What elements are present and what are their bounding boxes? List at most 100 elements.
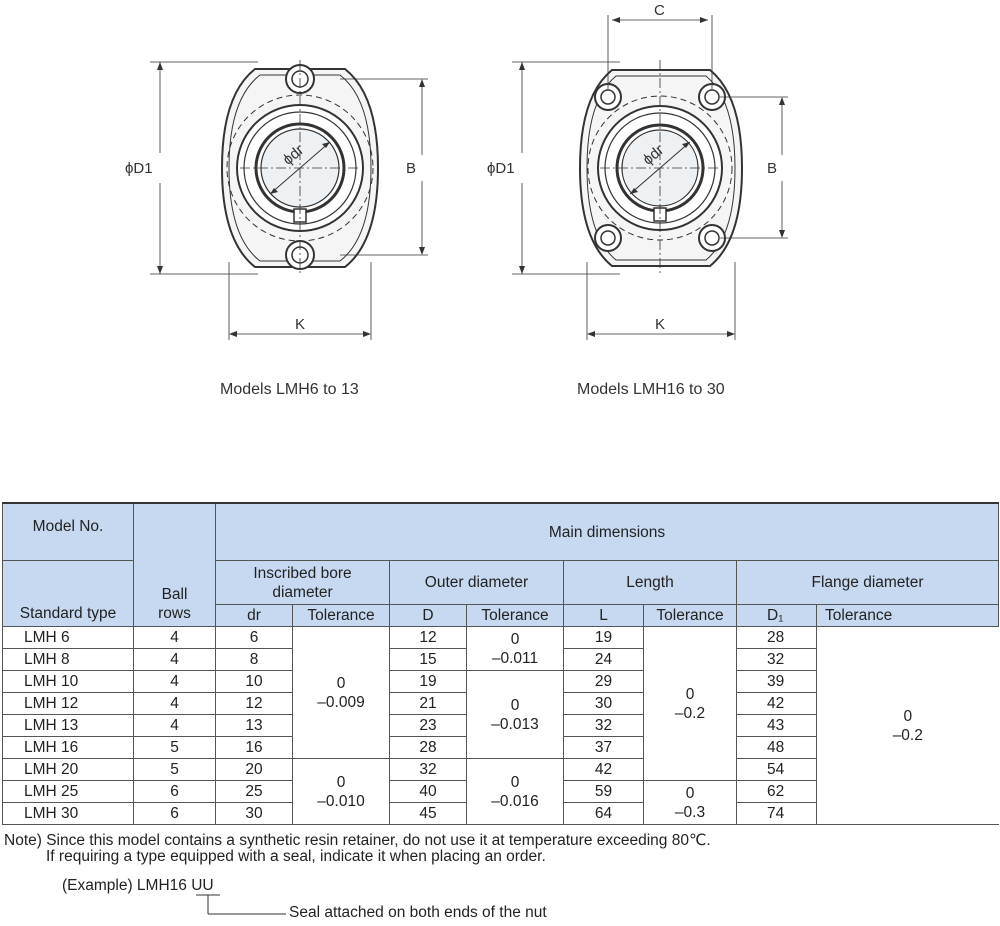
flange-tolerance: 0 –0.2 [815, 626, 999, 825]
header-outer: Outer diameter [389, 560, 564, 605]
c-label-right: C [654, 2, 665, 19]
header-ball-rows: Ball rows [133, 502, 216, 627]
table-row: LMH 16 5 16 28 37 48 [2, 736, 999, 759]
dr-cell: 6 [215, 626, 293, 649]
tol-bottom: –0.2 [892, 726, 923, 744]
k-label-right: K [655, 316, 665, 333]
example-line: (Example) LMH16 UU [62, 877, 214, 895]
seal-leader-line [196, 894, 286, 915]
header-standard-type: Standard type [2, 560, 134, 627]
l-cell: 30 [563, 692, 644, 715]
tol-bottom: –0.3 [674, 803, 706, 821]
header-d1: D₁ [736, 604, 817, 627]
table-row: LMH 8 4 8 15 24 32 [2, 648, 999, 671]
tol-top: 0 [336, 674, 346, 692]
caption-lmh16-30: Models LMH16 to 30 [577, 381, 725, 398]
d1-cell: 48 [736, 736, 817, 759]
table-row: LMH 12 4 12 21 30 42 [2, 692, 999, 715]
table-row: LMH 6 4 6 0 –0.009 12 0 –0.011 19 0 –0.2… [2, 626, 999, 825]
dr-cell: 10 [215, 670, 293, 693]
bore-tolerance-a: 0 –0.009 [292, 626, 390, 759]
example-prefix: (Example) LMH16 [62, 877, 192, 894]
b-label-right: B [767, 160, 777, 177]
tol-bottom: –0.016 [491, 792, 539, 810]
d1-label-right: ϕD1 [487, 160, 515, 177]
dr-cell: 13 [215, 714, 293, 737]
model-cell: LMH 8 [2, 648, 134, 671]
b-label-left: B [406, 160, 416, 177]
l-cell: 37 [563, 736, 644, 759]
tol-top: 0 [903, 707, 913, 725]
d-cell: 15 [389, 648, 467, 671]
l-cell: 32 [563, 714, 644, 737]
note-line-1: Note) Since this model contains a synthe… [4, 832, 711, 849]
d-cell: 32 [389, 758, 467, 781]
d-cell: 19 [389, 670, 467, 693]
header-bore-text: Inscribed bore diameter [253, 564, 352, 601]
tol-top: 0 [510, 773, 520, 791]
d-cell: 45 [389, 802, 467, 825]
d1-cell: 54 [736, 758, 817, 781]
header-ball-rows-text: Ball rows [158, 586, 191, 622]
outer-tolerance-b: 0 –0.013 [466, 670, 564, 759]
model-cell: LMH 10 [2, 670, 134, 693]
header-d: D [389, 604, 467, 627]
model-cell: LMH 30 [2, 802, 134, 825]
header-l: L [563, 604, 644, 627]
bore-tolerance-b: 0 –0.010 [292, 758, 390, 825]
header-l-tolerance: Tolerance [643, 604, 737, 627]
header-flange: Flange diameter [735, 560, 1000, 605]
header-main-dimensions: Main dimensions [214, 502, 1000, 561]
d1-cell: 43 [736, 714, 817, 737]
ball-cell: 6 [133, 802, 216, 825]
drawing-lmh6-13 [150, 60, 428, 340]
d1-cell: 42 [736, 692, 817, 715]
ball-cell: 5 [133, 736, 216, 759]
d-cell: 12 [389, 626, 467, 649]
tol-top: 0 [336, 773, 346, 791]
tol-top: 0 [510, 696, 520, 714]
model-cell: LMH 12 [2, 692, 134, 715]
l-cell: 42 [563, 758, 644, 781]
length-tolerance-a: 0 –0.2 [643, 626, 737, 781]
l-cell: 64 [563, 802, 644, 825]
dr-cell: 25 [215, 780, 293, 803]
d-cell: 40 [389, 780, 467, 803]
d1-cell: 39 [736, 670, 817, 693]
tol-top: 0 [685, 784, 695, 802]
d1-cell: 74 [736, 802, 817, 825]
d-cell: 28 [389, 736, 467, 759]
dimension-table: Model No. Ball rows Main dimensions Stan… [2, 502, 1000, 825]
seal-label: Seal attached on both ends of the nut [289, 904, 547, 921]
table-row: LMH 13 4 13 23 32 43 [2, 714, 999, 737]
d-cell: 23 [389, 714, 467, 737]
header-dr-tolerance: Tolerance [292, 604, 390, 627]
d1-label-left: ϕD1 [125, 160, 153, 177]
length-tolerance-b: 0 –0.3 [643, 780, 737, 825]
header-length: Length [563, 560, 737, 605]
table-row: LMH 25 6 25 40 59 0 –0.3 62 [2, 780, 999, 825]
d-cell: 21 [389, 692, 467, 715]
technical-drawing: ϕD1 ϕdr B K ϕD1 ϕdr B K C [125, 2, 788, 340]
header-d-tolerance: Tolerance [466, 604, 564, 627]
tol-top: 0 [685, 685, 695, 703]
ball-cell: 4 [133, 626, 216, 649]
dr-cell: 16 [215, 736, 293, 759]
dr-cell: 30 [215, 802, 293, 825]
tol-top: 0 [510, 630, 520, 648]
ball-cell: 5 [133, 758, 216, 781]
model-cell: LMH 20 [2, 758, 134, 781]
header-bore: Inscribed bore diameter [215, 560, 390, 605]
l-cell: 29 [563, 670, 644, 693]
d1-cell: 32 [736, 648, 817, 671]
outer-tolerance-a: 0 –0.011 [466, 626, 564, 671]
model-cell: LMH 6 [2, 626, 134, 649]
header-dr: dr [215, 604, 293, 627]
outer-tolerance-c: 0 –0.016 [466, 758, 564, 825]
ball-cell: 4 [133, 670, 216, 693]
tol-bottom: –0.010 [317, 792, 365, 810]
caption-lmh6-13: Models LMH6 to 13 [220, 381, 359, 398]
header-model-no: Model No. [2, 502, 134, 561]
tol-bottom: –0.013 [491, 715, 539, 733]
dr-cell: 8 [215, 648, 293, 671]
